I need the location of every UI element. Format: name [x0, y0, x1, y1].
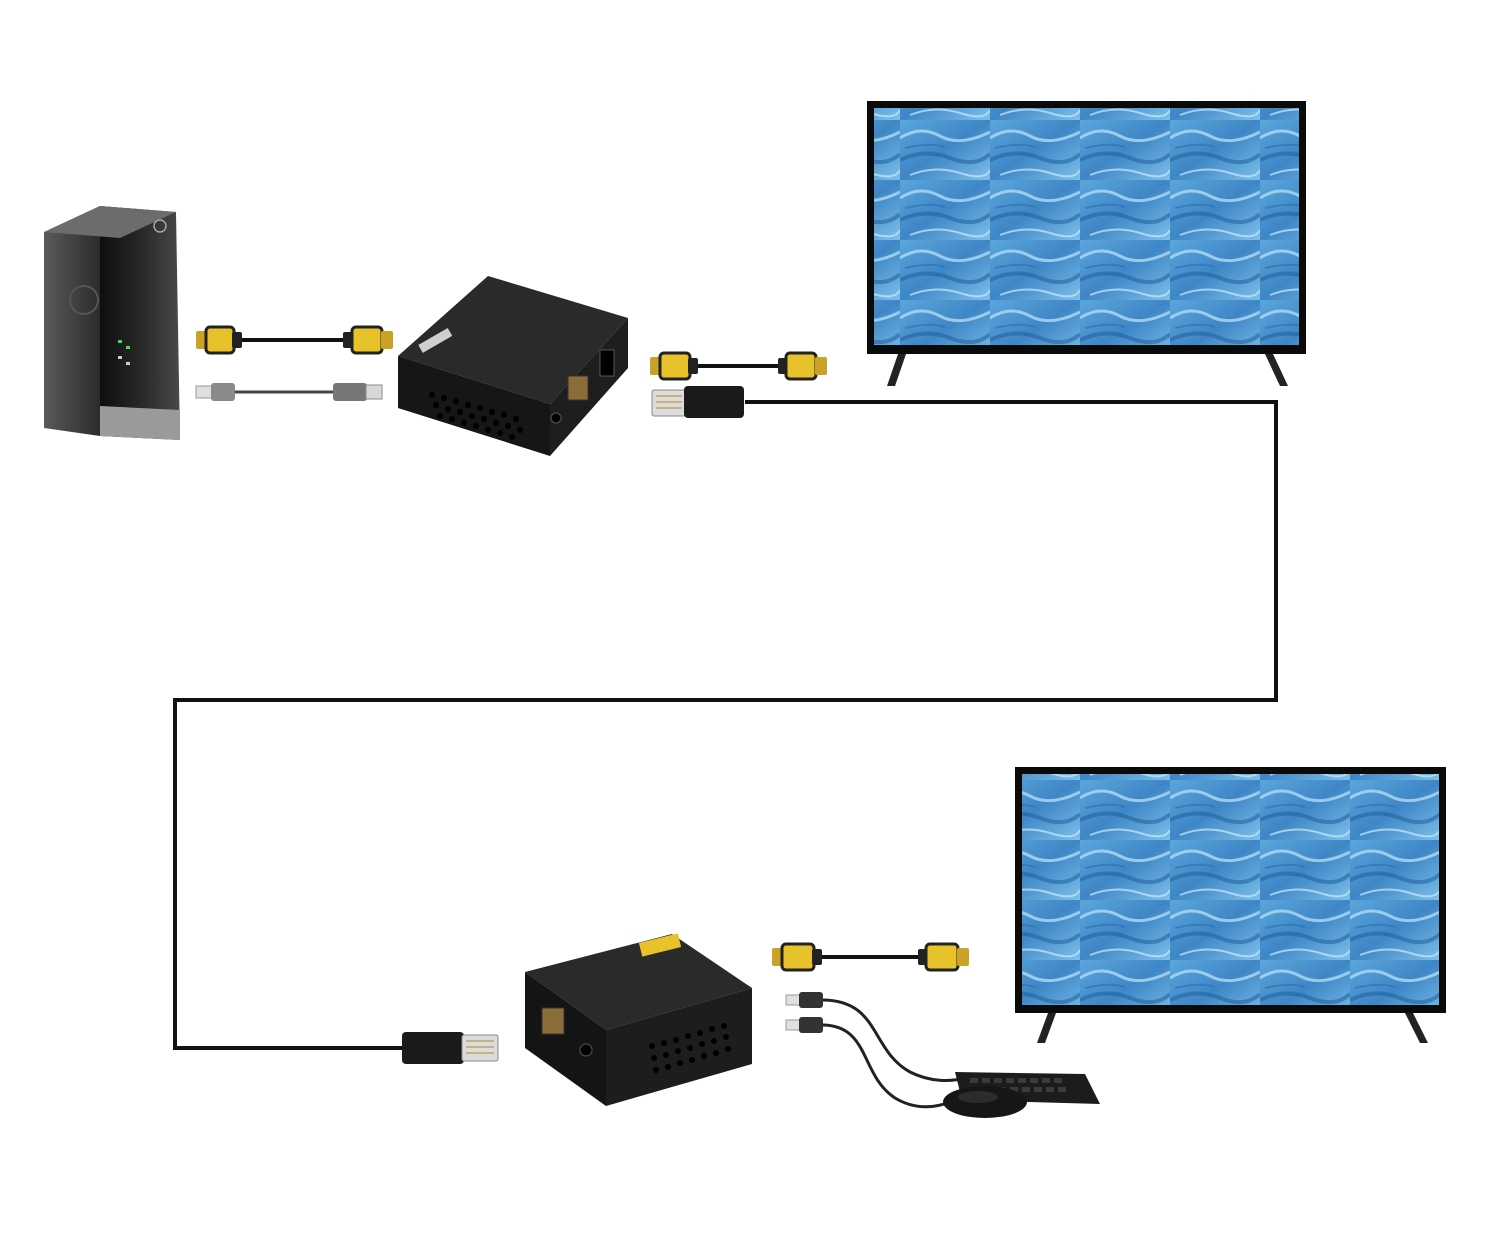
rj45-port-icon [567, 375, 589, 401]
usb-a-connector-icon [785, 1017, 823, 1033]
tv-screen [874, 108, 1299, 345]
local-tv-icon [867, 101, 1306, 386]
usb-b-connector-icon [333, 383, 383, 401]
hdmi-connector-icon [918, 942, 969, 972]
computer-tower-icon [44, 206, 180, 440]
power-jack-icon [550, 412, 562, 424]
hdmi-connector-icon [778, 351, 827, 381]
hdmi-port-icon [599, 349, 615, 377]
ethernet-cable [173, 400, 1278, 1050]
receiver-extender-icon [525, 933, 752, 1106]
tv-screen [1022, 774, 1439, 1005]
usb-cables-receiver-peripherals [785, 992, 966, 1109]
transmitter-extender-icon [398, 276, 628, 456]
hdmi-connector-icon [650, 351, 698, 381]
vent-grille [429, 392, 523, 440]
power-button-icon [153, 219, 167, 233]
rj45-port-icon [541, 1007, 565, 1035]
vent-grille [649, 1023, 731, 1073]
keyboard-mouse-icon [943, 1072, 1100, 1118]
hdmi-connector-icon [343, 325, 393, 355]
hdmi-connector-icon [772, 942, 822, 972]
remote-tv-icon [1015, 767, 1446, 1043]
hdmi-cable-transmitter-tv [650, 351, 827, 381]
usb-a-connector-icon [195, 383, 235, 401]
power-jack-icon [579, 1043, 593, 1057]
rj45-connector-icon [651, 386, 744, 418]
hdmi-cable-computer-transmitter [196, 325, 393, 355]
hdmi-connector-icon [196, 325, 242, 355]
hdmi-cable-receiver-tv [772, 942, 969, 972]
usb-a-connector-icon [785, 992, 823, 1008]
hp-logo-icon [69, 285, 99, 315]
usb-cable-computer-transmitter [195, 383, 383, 401]
rj45-connector-icon [402, 1032, 499, 1064]
